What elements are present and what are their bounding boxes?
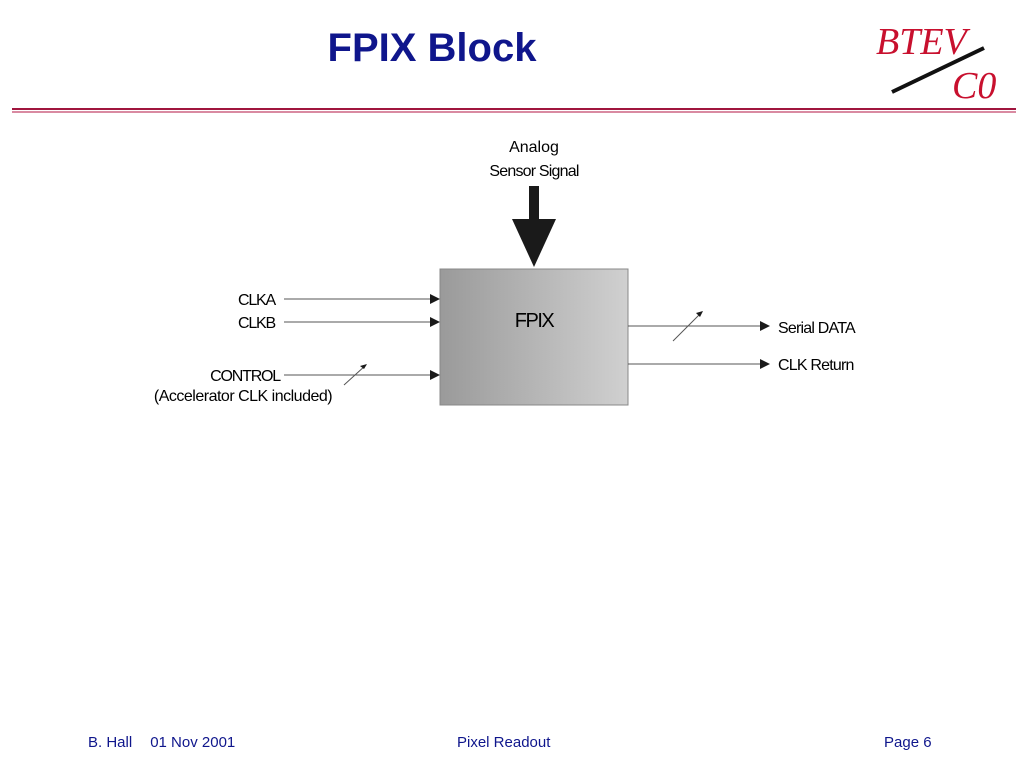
fpix-block	[439, 268, 629, 406]
logo-slash	[891, 46, 985, 94]
control-label: CONTROL	[210, 368, 281, 385]
control-bus-slash-tip	[360, 364, 367, 369]
logo-text-c0: C0	[952, 65, 996, 107]
clka-label: CLKA	[238, 292, 277, 309]
serial-bus-slash	[672, 311, 703, 342]
sensor-signal-label: Sensor Signal	[489, 163, 578, 180]
footer-center: Pixel Readout	[457, 734, 551, 751]
sensor-signal-arrowhead	[512, 219, 556, 267]
footer-page-number: Page 6	[884, 734, 932, 751]
control-bus-slash	[343, 364, 367, 386]
serial-bus-slash-tip	[696, 311, 703, 317]
slide-title: FPIX Block	[327, 26, 537, 70]
serial-data-label: Serial DATA	[778, 320, 856, 337]
logo-text-btev: BTEV	[876, 21, 971, 63]
clk-return-label: CLK Return	[778, 357, 854, 374]
btev-c0-logo: BTEV C0	[876, 21, 996, 107]
clkb-arrowhead	[430, 317, 440, 327]
title-divider	[12, 108, 1016, 110]
clkb-label: CLKB	[238, 315, 276, 332]
footer-author: B. Hall	[88, 734, 133, 751]
clka-arrowhead	[430, 294, 440, 304]
title-divider-accent	[12, 111, 1016, 113]
footer-left: B. Hall 01 Nov 2001	[88, 734, 235, 751]
serial-data-arrowhead	[760, 321, 770, 331]
clk-return-arrowhead	[760, 359, 770, 369]
analog-label: Analog	[509, 139, 559, 156]
fpix-block-label: FPIX	[515, 310, 555, 332]
footer-date: 01 Nov 2001	[150, 734, 236, 751]
sensor-signal-arrow-shaft	[529, 186, 539, 220]
control-arrowhead	[430, 370, 440, 380]
control-sublabel: (Accelerator CLK included)	[154, 388, 332, 405]
